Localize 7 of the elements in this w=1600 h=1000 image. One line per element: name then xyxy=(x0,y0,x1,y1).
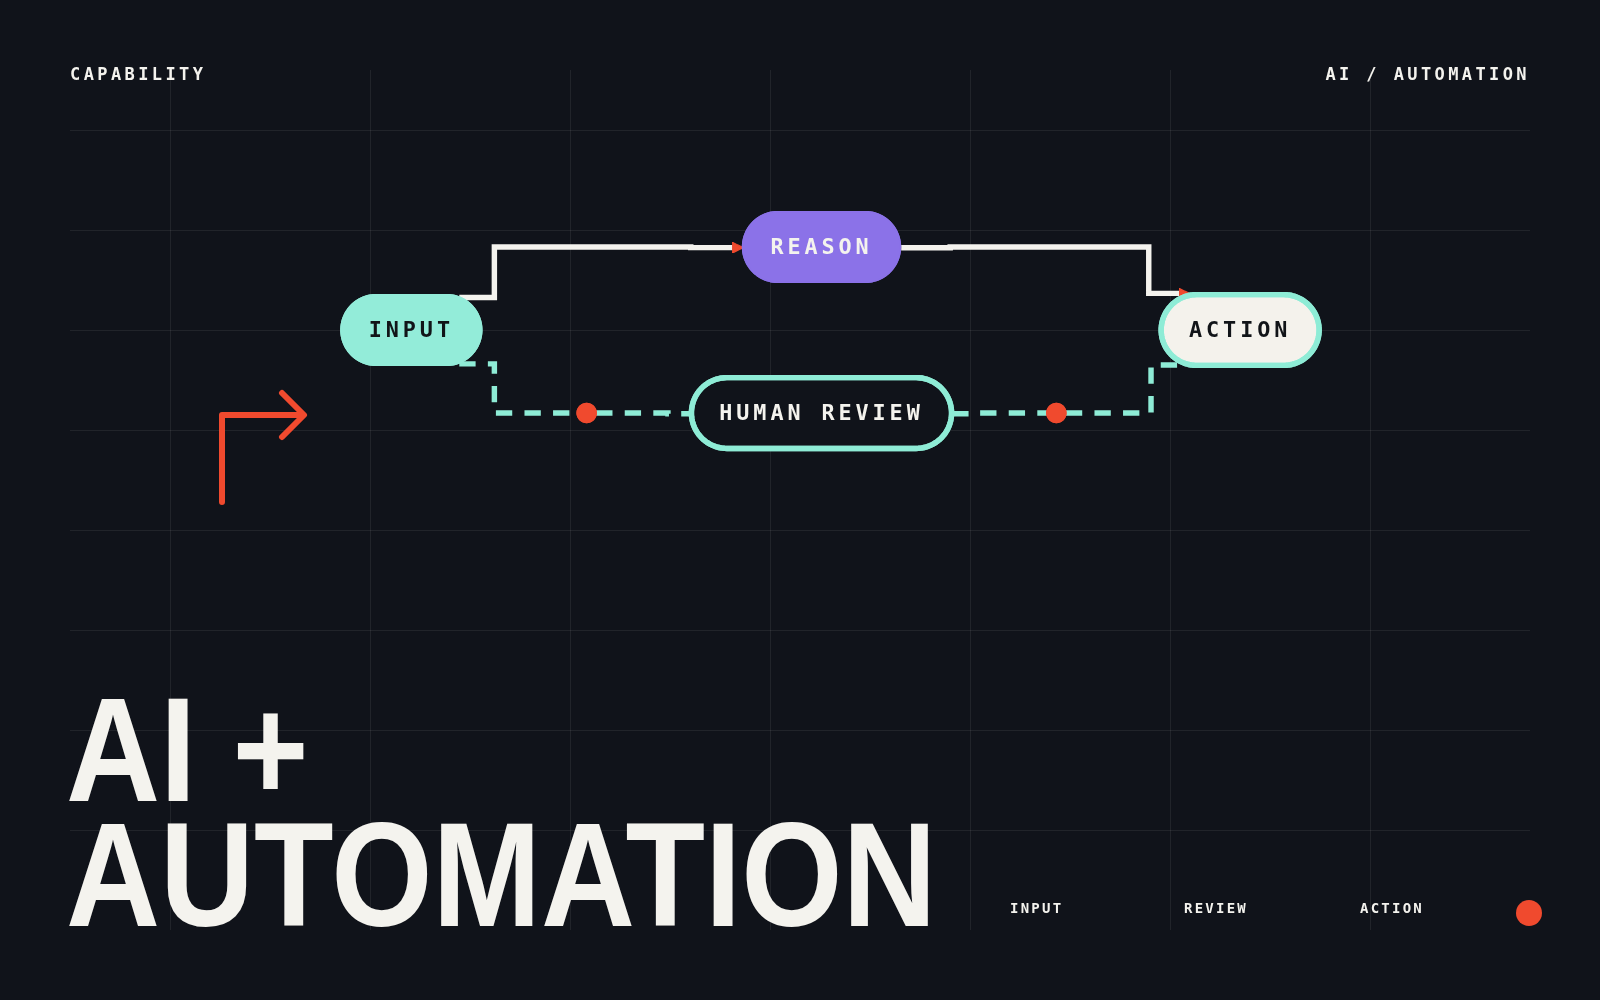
step-label: REVIEW xyxy=(1184,900,1248,916)
step-label: ACTION xyxy=(1360,900,1424,916)
header-label: CAPABILITY xyxy=(70,64,207,84)
connector xyxy=(952,410,1047,417)
header-label: AI / AUTOMATION xyxy=(1325,64,1530,84)
title: AI + AUTOMATION xyxy=(66,687,938,937)
step-label: INPUT xyxy=(1010,900,1064,916)
